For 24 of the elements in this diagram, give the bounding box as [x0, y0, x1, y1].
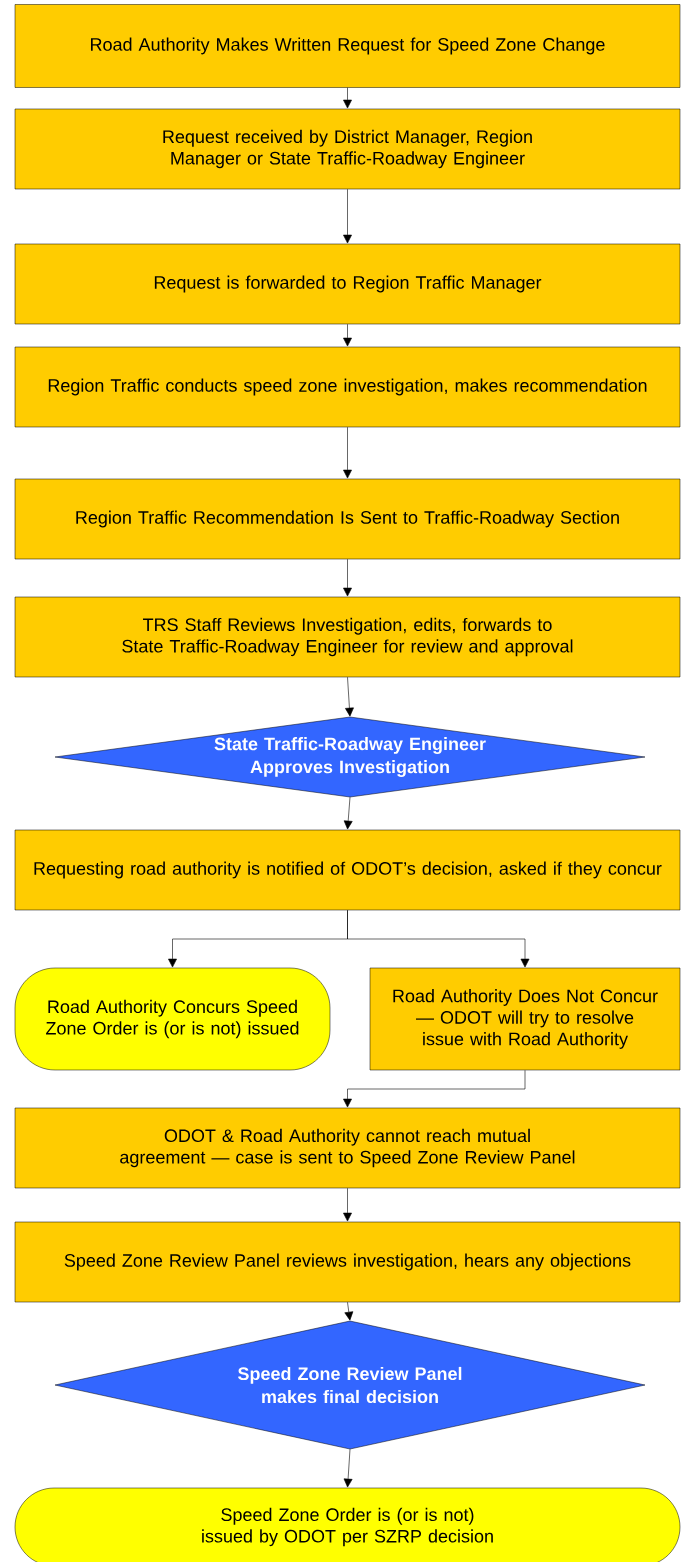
arrow — [343, 796, 353, 830]
terminal-box: Speed Zone Order is (or is not) issued by ODOT per SZRP decision — [14, 1487, 681, 1562]
process-box: Requesting road authority is notified of ODOT’s decision, asked if they concur — [14, 829, 681, 911]
arrow — [343, 87, 352, 109]
process-box: Speed Zone Review Panel reviews investigation, hears any objections — [14, 1221, 681, 1303]
arrow — [343, 188, 352, 244]
process-box: Request is forwarded to Region Traffic Manager — [14, 243, 681, 325]
process-box: Road Authority Does Not Concur — ODOT will try to resolve issue with Road Authority — [369, 967, 681, 1071]
arrow — [343, 1448, 353, 1488]
arrow — [343, 558, 352, 597]
terminal-box: Road Authority Concurs Speed Zone Order is (or is not) issued — [14, 967, 331, 1071]
arrow — [343, 426, 352, 479]
process-box: Region Traffic Recommendation Is Sent to Traffic-Roadway Section — [14, 478, 681, 560]
arrow — [343, 323, 352, 347]
process-box: TRS Staff Reviews Investigation, edits, forwards to State Traffic-Roadway Engineer for review and approval — [14, 596, 681, 678]
arrow — [345, 676, 354, 717]
arrow — [344, 1301, 354, 1321]
process-box: Road Authority Makes Written Request for Speed Zone Change — [14, 4, 681, 88]
process-box: Region Traffic conducts speed zone investigation, makes recommendation — [14, 346, 681, 428]
arrow — [347, 909, 530, 968]
arrow — [343, 1069, 526, 1108]
process-box: Request received by District Manager, Region Manager or State Traffic-Roadway Engineer — [14, 108, 681, 190]
arrow — [343, 1187, 352, 1222]
process-box: ODOT & Road Authority cannot reach mutual agreement — case is sent to Speed Zone Review Panel — [14, 1107, 681, 1189]
